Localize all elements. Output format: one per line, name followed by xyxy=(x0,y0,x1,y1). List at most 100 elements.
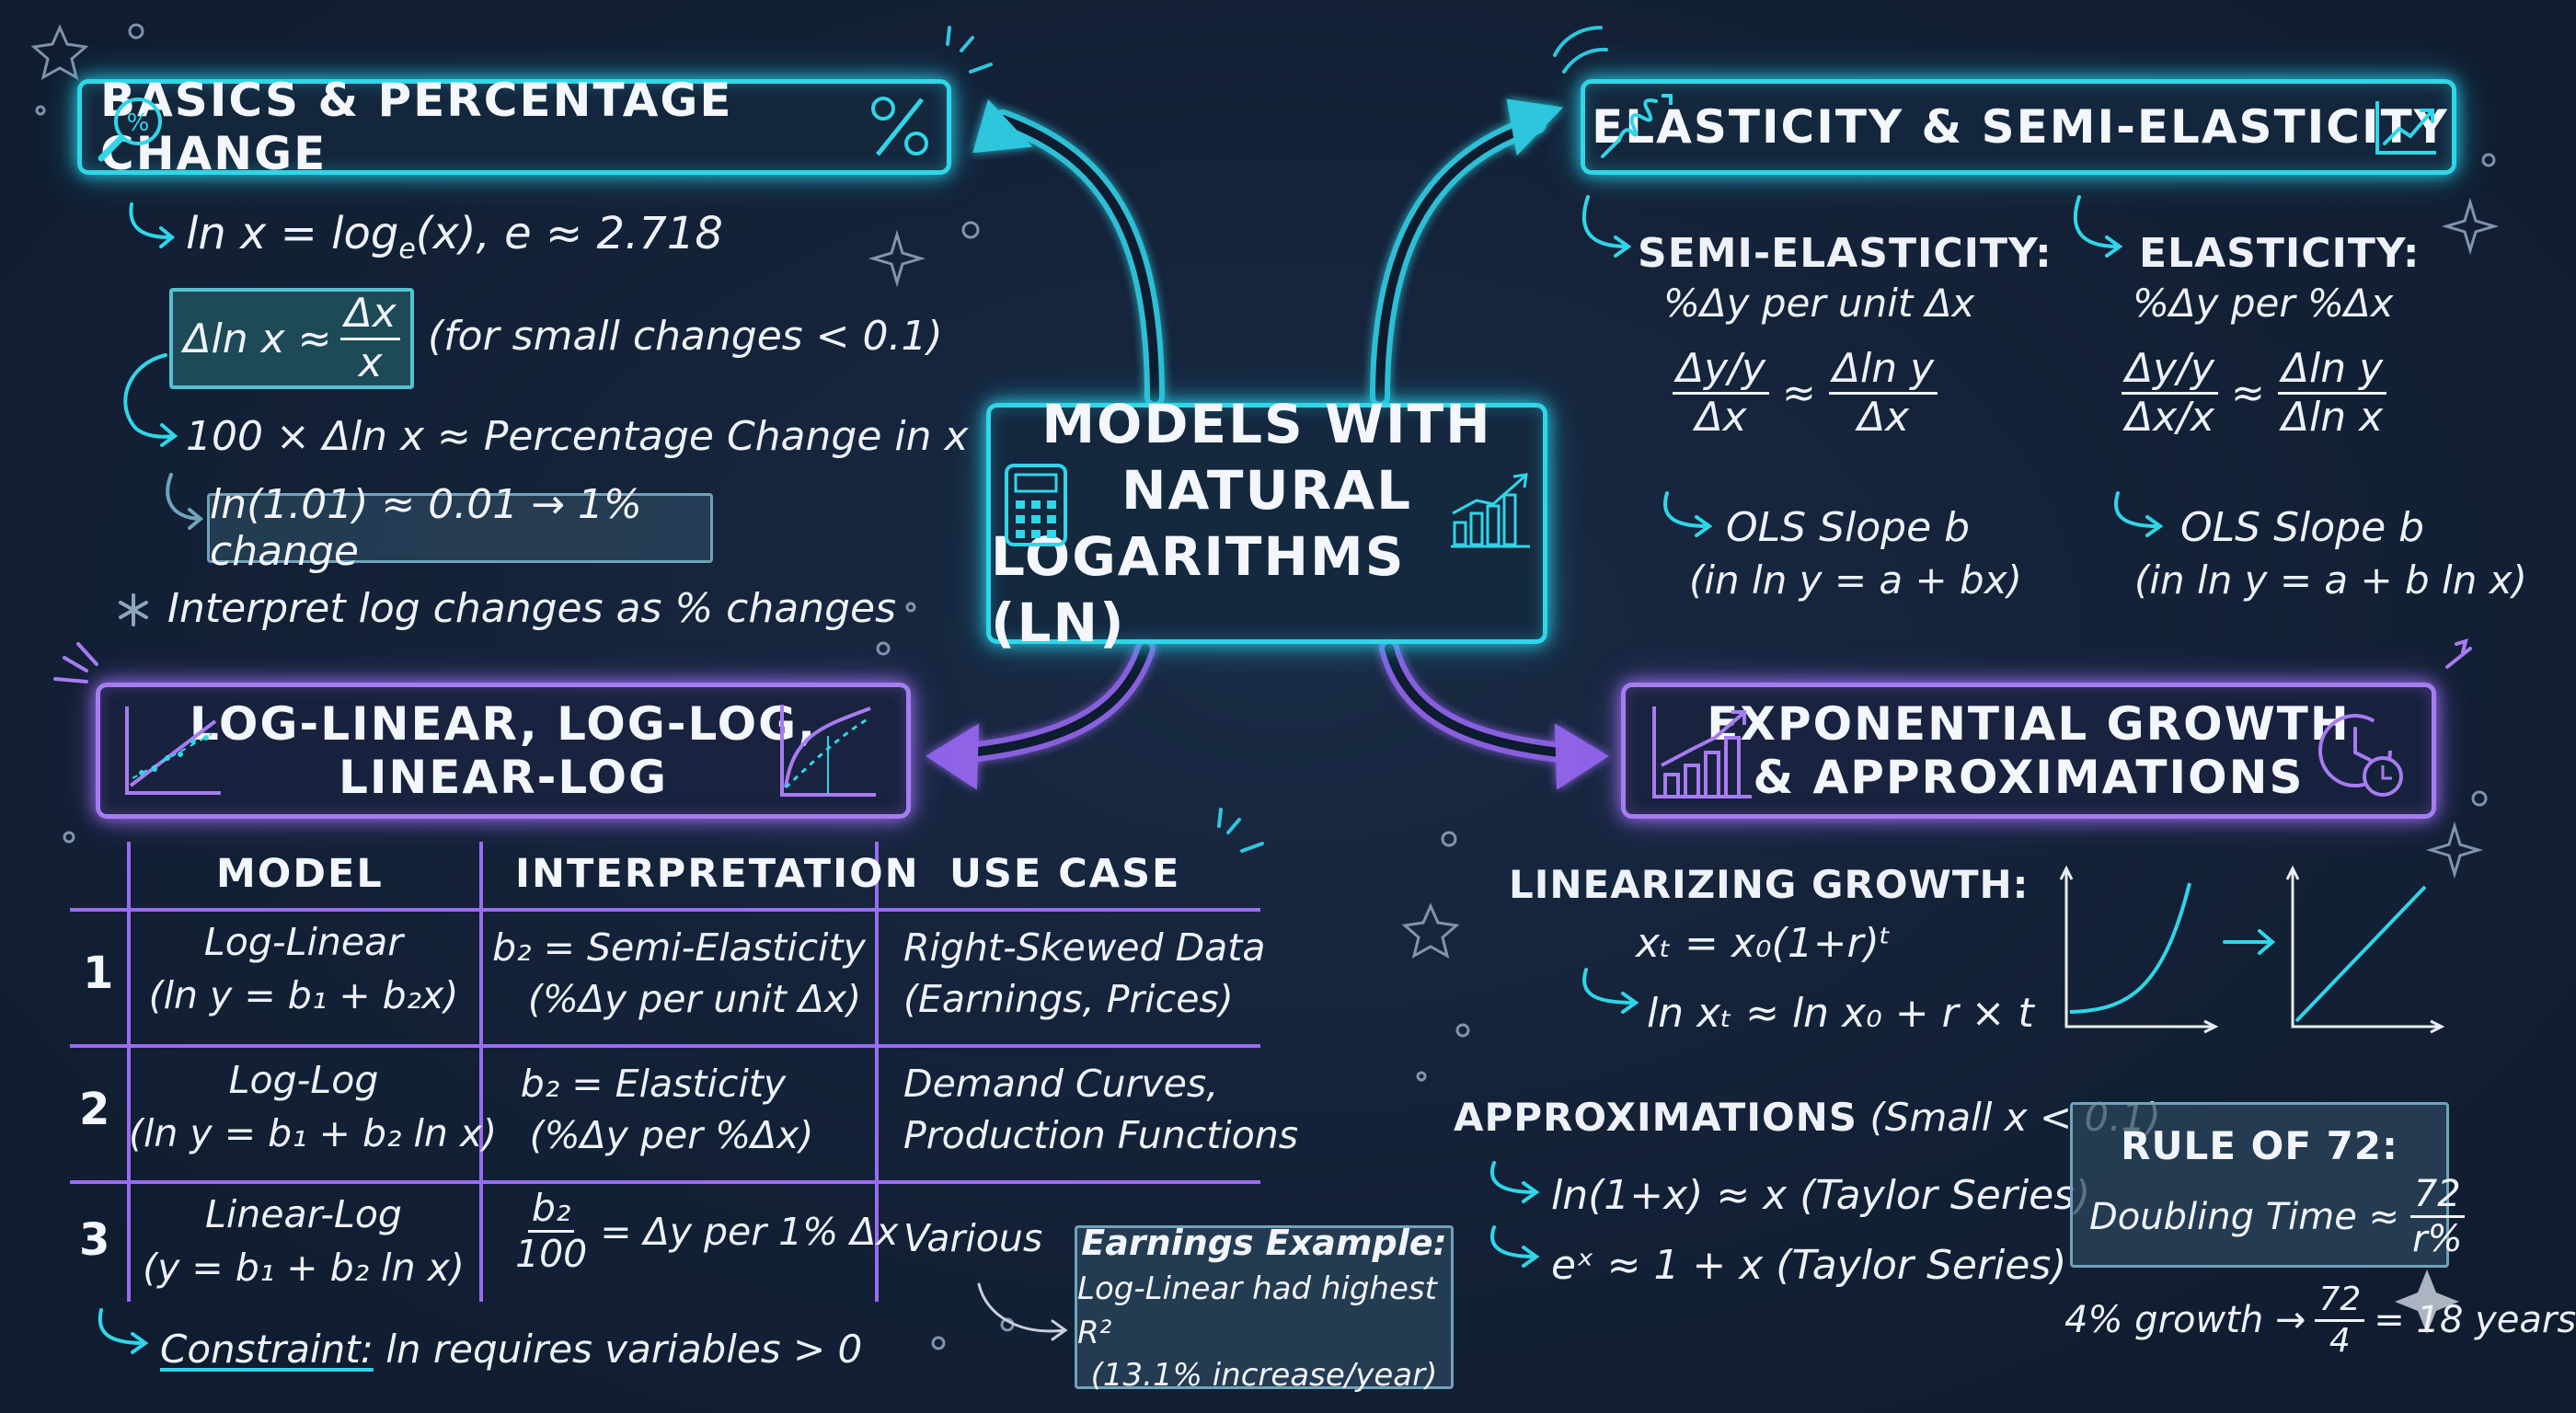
approximation-2: eˣ ≈ 1 + x (Taylor Series) xyxy=(1551,1242,2067,1289)
earnings-line-2: (13.1% increase/year) xyxy=(1090,1357,1438,1394)
elasticity-title: ELASTICITY & SEMI-ELASTICITY xyxy=(1592,100,2449,154)
approx-den: x xyxy=(358,339,383,386)
row3-interp-den: 100 xyxy=(515,1232,588,1277)
model-table-grid xyxy=(70,842,1260,1302)
percent-icon xyxy=(871,97,928,156)
table-header-use-case: USE CASE xyxy=(949,851,1181,897)
earnings-pointer-arrow xyxy=(977,1282,1068,1341)
approximations-line: APPROXIMATIONS (Small x < 0.1) xyxy=(1454,1095,2161,1140)
center-title-line-3: LOGARITHMS (ln) xyxy=(991,525,1406,654)
semi-f1-num: Δy/y xyxy=(1673,347,1770,396)
approx-num: Δx xyxy=(340,293,400,340)
growth-eq-1: xₜ = x₀(1+r)ᵗ xyxy=(1636,920,1892,967)
row1-use-2: (Earnings, Prices) xyxy=(903,977,1234,1021)
row3-use-1: Various xyxy=(903,1216,1043,1260)
transform-arrow-icon xyxy=(2223,929,2276,955)
row3-interp-rest: = Δy per 1% Δx xyxy=(600,1209,899,1254)
basics-curl-arrow-1 xyxy=(129,202,176,248)
semi-f2-num: Δln y xyxy=(1828,347,1938,396)
elastic-ols-arrow xyxy=(2114,491,2164,537)
constraint-label: Constraint: xyxy=(160,1327,374,1372)
approximation-1: ln(1+x) ≈ x (Taylor Series) xyxy=(1551,1172,2091,1219)
row2-model-name: Log-Log xyxy=(228,1058,379,1102)
semi-f2-den: Δx xyxy=(1857,394,1910,442)
row3-interp-num: b₂ xyxy=(527,1188,575,1234)
row-number-1: 1 xyxy=(83,948,114,999)
svg-text:%: % xyxy=(127,109,150,137)
growth-title-line-1: EXPONENTIAL GROWTH xyxy=(1707,697,2351,751)
approx-lhs: Δln x ≈ xyxy=(183,315,332,362)
basics-curl-arrow-2 xyxy=(123,353,178,447)
ln-definition: ln x = loge(x), e ≈ 2.718 xyxy=(186,208,723,266)
row2-model-eq: (ln y = b₁ + b₂ ln x) xyxy=(129,1111,498,1155)
constraint-line: Constraint: ln requires variables > 0 xyxy=(160,1327,862,1372)
elastic-approx-sign: ≈ xyxy=(2231,370,2265,418)
row-number-2: 2 xyxy=(79,1084,110,1135)
row1-model-eq: (ln y = b₁ + b₂x) xyxy=(148,973,459,1017)
rule-example-num: 72 xyxy=(2315,1282,2365,1322)
semi-ols-arrow xyxy=(1663,491,1713,537)
rule-den: r% xyxy=(2412,1218,2463,1260)
exp-curve-chart xyxy=(2059,865,2219,1034)
rule-num: 72 xyxy=(2409,1175,2465,1218)
elastic-f1-num: Δy/y xyxy=(2122,347,2219,396)
ln-def-rest: (x), e ≈ 2.718 xyxy=(415,208,723,259)
semi-model: (in ln y = a + bx) xyxy=(1689,557,2022,603)
earnings-title: Earnings Example: xyxy=(1081,1223,1447,1263)
table-header-model: MODEL xyxy=(216,851,384,897)
row1-interp-1: b₂ = Semi-Elasticity xyxy=(492,925,866,970)
growth-title-line-2: & APPROXIMATIONS xyxy=(1753,751,2305,804)
elastic-f2-den: Δln x xyxy=(2281,394,2384,442)
ln-example-text: ln(1.01) ≈ 0.01 → 1% change xyxy=(210,481,642,575)
row1-use-1: Right-Skewed Data xyxy=(903,925,1266,970)
approx-note: (for small changes < 0.1) xyxy=(428,313,943,360)
elastic-curl-arrow xyxy=(2073,195,2123,258)
percentage-change-line: 100 × Δln x ≈ Percentage Change in x xyxy=(186,413,969,460)
trend-up-icon xyxy=(2375,101,2436,155)
magnifier-percent-icon: % xyxy=(98,98,162,162)
center-title-line-2: NATURAL xyxy=(1121,459,1413,522)
constraint-arrow xyxy=(98,1308,149,1354)
row2-interp-2: (%Δy per %Δx) xyxy=(529,1113,814,1157)
ln-def-main: ln x = log xyxy=(186,208,399,259)
elasticity-header: ELASTICITY & SEMI-ELASTICITY xyxy=(1581,79,2456,175)
row2-use-2: Production Functions xyxy=(903,1113,1299,1157)
approximations-label: APPROXIMATIONS xyxy=(1454,1095,1858,1140)
row2-interp-1: b₂ = Elasticity xyxy=(520,1062,787,1106)
constraint-text: ln requires variables > 0 xyxy=(373,1327,863,1372)
earnings-line-1: Log-Linear had highest R² xyxy=(1077,1270,1437,1351)
curve-chart-icon xyxy=(780,705,876,797)
models-title-line-2: LINEAR-LOG xyxy=(338,751,669,804)
table-header-interpretation: INTERPRETATION xyxy=(515,851,920,897)
ln-def-sub: e xyxy=(398,233,416,266)
semi-elasticity-sub: %Δy per unit Δx xyxy=(1663,281,1975,326)
elasticity-label: ELASTICITY: xyxy=(2139,230,2421,277)
approx-arrow-2 xyxy=(1490,1225,1540,1268)
bar-growth-icon xyxy=(1451,473,1530,548)
interpret-note: Interpret log changes as % changes xyxy=(167,585,897,632)
row2-use-1: Demand Curves, xyxy=(903,1062,1219,1106)
rule-text: Doubling Time ≈ xyxy=(2089,1195,2400,1238)
growth-header: EXPONENTIAL GROWTH & APPROXIMATIONS xyxy=(1621,683,2436,819)
elasticity-sub: %Δy per %Δx xyxy=(2133,281,2394,326)
row1-model-name: Log-Linear xyxy=(203,920,404,964)
approx-arrow-1 xyxy=(1490,1161,1540,1203)
center-title-line-1: MODELS WITH xyxy=(1041,393,1492,455)
rule-example-post: = 18 years xyxy=(2374,1299,2576,1342)
semi-ols-label: OLS Slope b xyxy=(1726,504,1971,551)
linearizing-label: LINEARIZING GROWTH: xyxy=(1509,862,2030,907)
scatter-line-icon xyxy=(125,706,221,795)
growth-curl-arrow xyxy=(1582,968,1639,1014)
linear-chart xyxy=(2285,865,2445,1034)
row-number-3: 3 xyxy=(79,1214,110,1266)
